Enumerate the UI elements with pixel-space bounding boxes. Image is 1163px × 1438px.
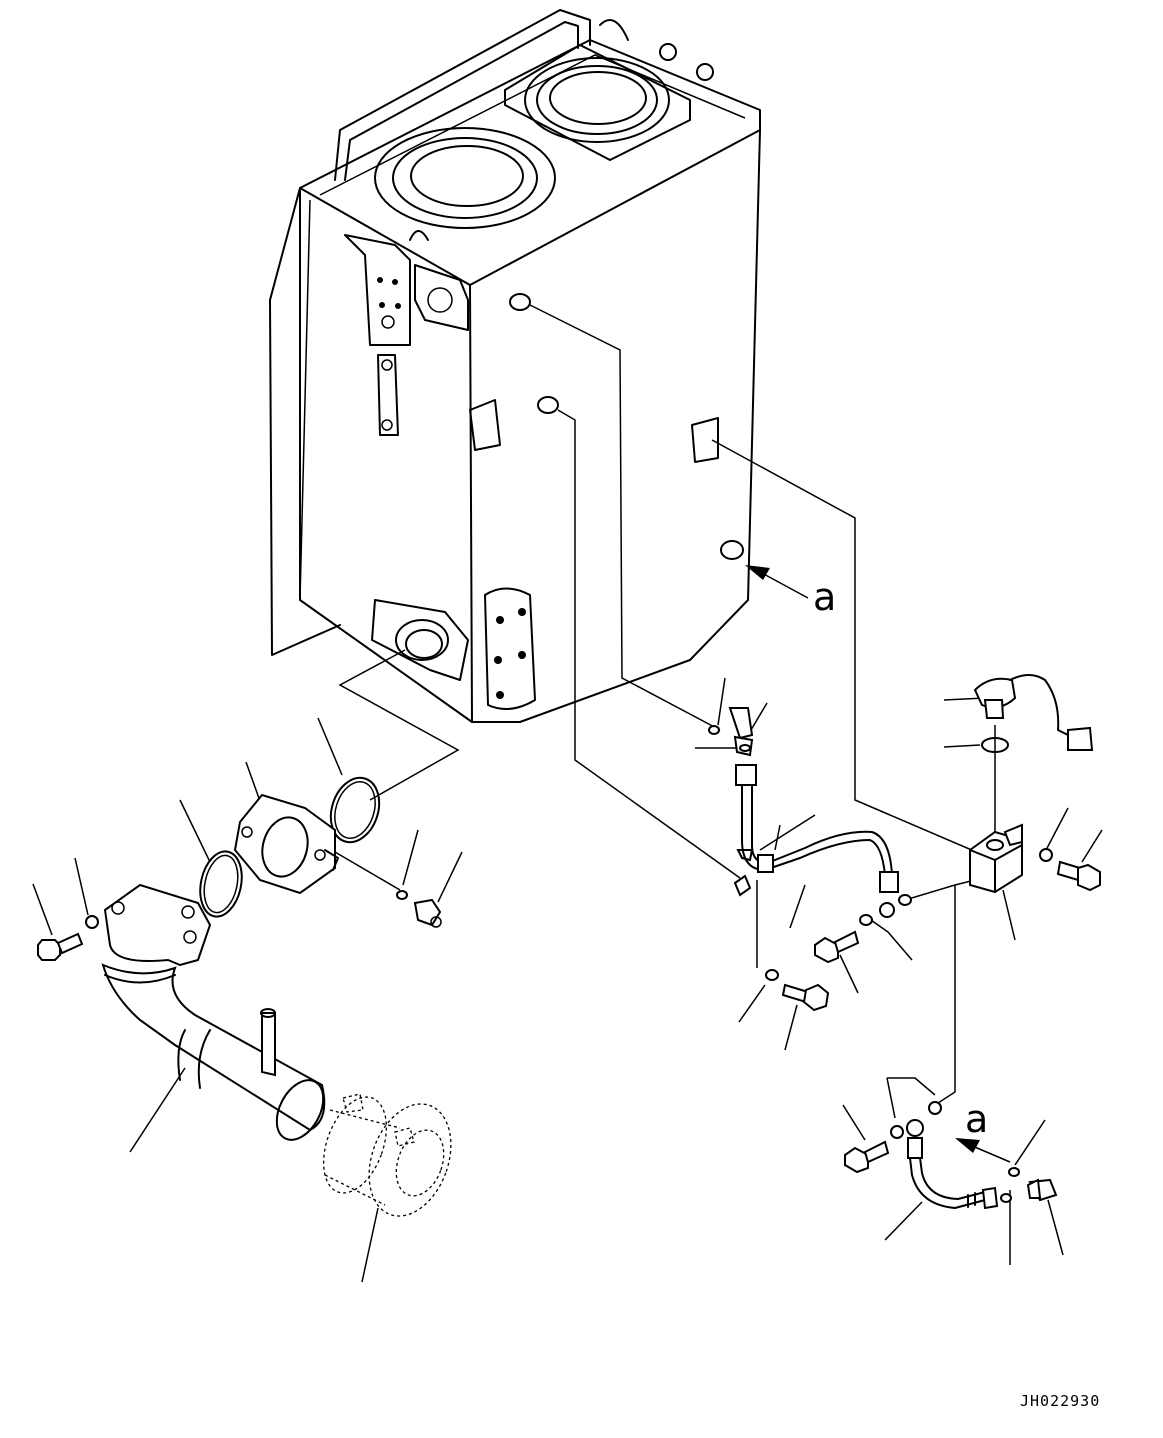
small-oring-lower-2 — [1008, 1167, 1020, 1177]
small-oring-2 — [739, 744, 751, 752]
washer-block — [1039, 848, 1053, 862]
oring-medium — [199, 850, 243, 918]
bolt-block — [1056, 860, 1101, 892]
top-port-small — [374, 127, 556, 229]
elbow-fitting-lower — [1026, 1178, 1058, 1202]
outlet-elbow-pipe — [101, 883, 326, 1141]
washer-lower — [765, 969, 779, 981]
view-arrow-upper — [745, 565, 809, 599]
washer-left — [85, 915, 99, 929]
tank-body — [269, 9, 761, 723]
small-oring-lower — [1000, 1193, 1012, 1203]
bolt-lower — [781, 983, 830, 1012]
side-boss-right — [691, 417, 719, 463]
sensor-oring — [981, 737, 1009, 753]
view-label-a-lower: a — [965, 1097, 989, 1141]
hose-lower — [906, 1119, 999, 1210]
oring-large — [329, 776, 381, 844]
assembly-lines — [32, 304, 1103, 1283]
flange-adapter — [233, 793, 339, 895]
washer-r1 — [898, 894, 912, 906]
washer-lower-r2 — [890, 1125, 904, 1139]
view-label-a-upper: a — [813, 575, 837, 619]
tank-bottom-flange — [371, 599, 469, 681]
bolt-lower-left — [844, 1140, 890, 1174]
sensor-block — [969, 823, 1023, 894]
side-boss-left — [469, 399, 501, 451]
washer-r2 — [859, 914, 873, 926]
port-boss-a — [720, 540, 744, 560]
port-boss-1 — [509, 293, 531, 311]
hose-upper — [733, 764, 899, 918]
small-oring-left — [396, 890, 408, 900]
tank-cover-plate — [484, 587, 536, 710]
view-arrow-lower — [955, 1138, 1011, 1163]
small-oring-1 — [708, 725, 720, 735]
upper-bracket — [344, 230, 469, 436]
bolt-left — [37, 932, 84, 961]
port-boss-2 — [537, 396, 559, 414]
drawing-code: JH022930 — [1020, 1392, 1101, 1410]
washer-lower-r1 — [928, 1101, 942, 1115]
pressure-sensor — [973, 674, 1094, 751]
pipe-clamp-ghost — [322, 1093, 452, 1217]
elbow-fitting-left — [413, 898, 442, 928]
top-port-large — [504, 43, 714, 161]
bolt-middle — [814, 930, 860, 964]
